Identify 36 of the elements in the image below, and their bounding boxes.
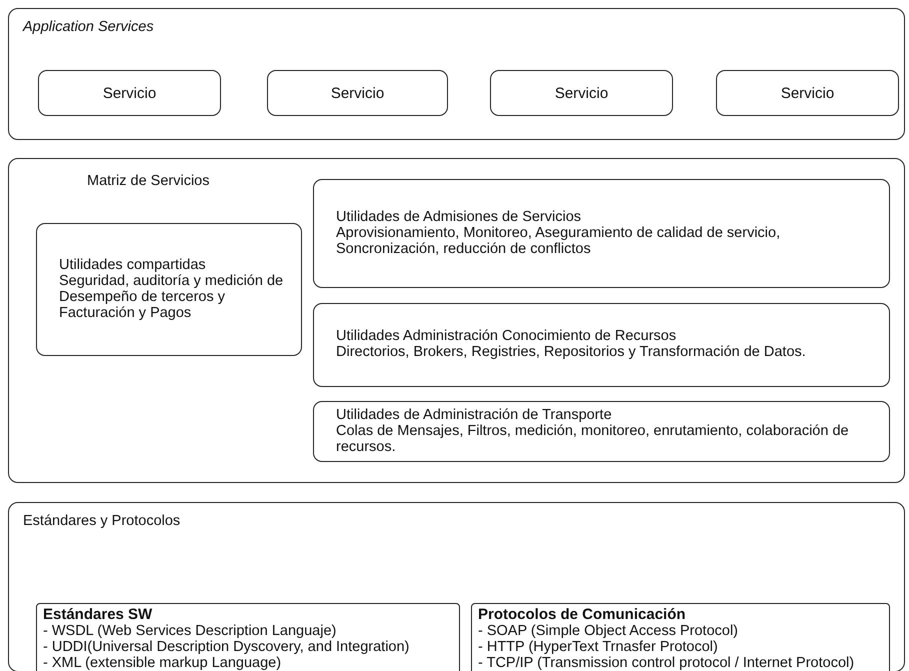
box-description: Colas de Mensajes, Filtros, medición, monitoreo, enrutamiento, colaboración de recursos. [336, 422, 850, 454]
box-heading: Utilidades de Admisiones de Servicios [336, 208, 582, 224]
list-item: - WSDL (Web Services Description Languaje) [43, 623, 338, 639]
section-heading: Matriz de Servicios [87, 173, 210, 189]
section-heading: Estándares y Protocolos [23, 513, 182, 529]
box-heading: Utilidades de Administración de Transporte [336, 406, 613, 422]
box-description: Directorios, Brokers, Registries, Repositorios y Transformación de Datos. [336, 344, 807, 360]
component-box [313, 303, 890, 387]
box-description: Aprovisionamiento, Monitoreo, Aseguramiento de calidad de servicio, Soncronización, reducción de conflictos [336, 224, 782, 256]
service-label: Servicio [780, 84, 834, 102]
service-box [716, 70, 899, 116]
box-heading: Utilidades Administración Conocimiento de Recursos [336, 328, 678, 344]
component-box [36, 223, 302, 356]
section-panel [8, 8, 905, 140]
component-box [36, 603, 460, 671]
list-item: - HTTP (HyperText Trnasfer Protocol) [478, 639, 719, 655]
section-panel [8, 158, 905, 483]
component-box [313, 401, 890, 462]
box-heading: Protocolos de Comunicación [478, 607, 687, 623]
service-box [267, 70, 448, 116]
list-item: - TCP/IP (Transmission control protocol / Internet Protocol) [478, 655, 856, 671]
list-item: - SOAP (Simple Object Access Protocol) [478, 623, 740, 639]
service-label: Servicio [102, 84, 156, 102]
service-box [490, 70, 673, 116]
box-heading: Estándares SW [43, 607, 154, 623]
box-description: Seguridad, auditoría y medición de Desempeño de terceros y Facturación y Pagos [59, 272, 284, 320]
service-box [38, 70, 221, 116]
component-box [471, 603, 890, 671]
box-heading: Utilidades compartidas [59, 256, 207, 272]
section-heading: Application Services [23, 19, 155, 35]
section-panel [8, 502, 905, 671]
list-item: - XML (extensible markup Language) [43, 655, 282, 671]
service-label: Servicio [554, 84, 608, 102]
list-item: - UDDI(Universal Description Dyscovery, and Integration) [43, 639, 410, 655]
component-box [313, 179, 890, 288]
service-label: Servicio [330, 84, 384, 102]
